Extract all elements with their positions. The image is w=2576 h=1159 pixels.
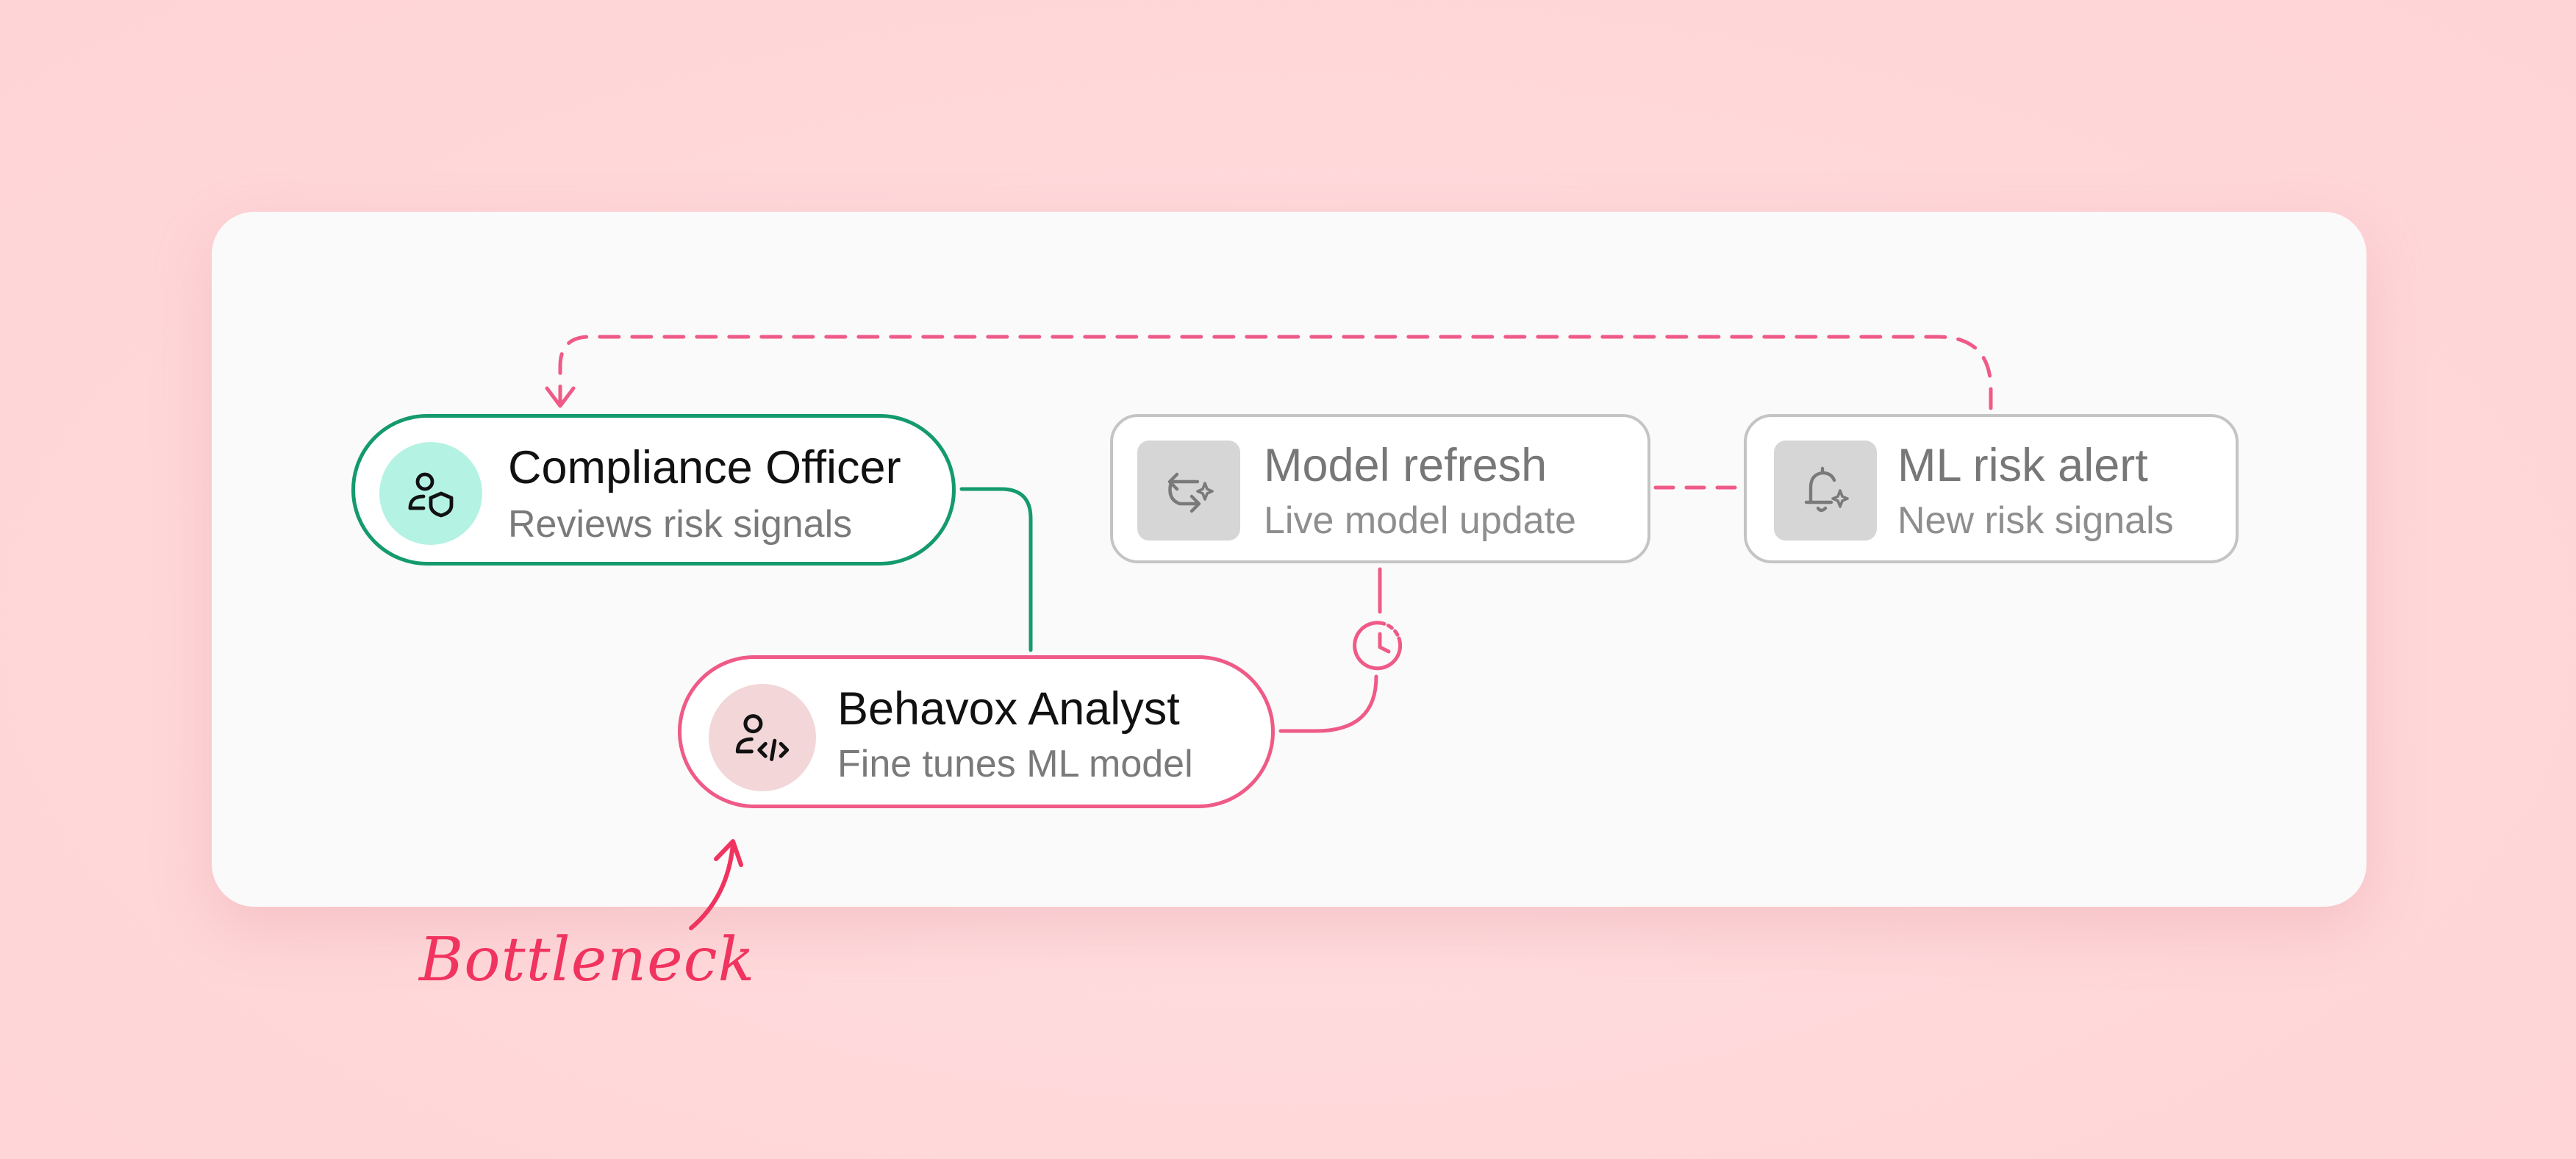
annotation-arrowhead-icon [714,839,743,867]
edge-analyst-to-refresh [1278,674,1378,733]
node-title: ML risk alert [1897,440,2148,491]
user-code-icon [709,684,816,791]
node-compliance-officer[interactable]: Compliance Officer Reviews risk signals [351,414,956,566]
node-title: Behavox Analyst [837,683,1180,735]
node-subtitle: Live model update [1264,499,1576,542]
node-subtitle: New risk signals [1897,499,2174,542]
curved-arrow-icon [689,842,735,930]
node-title: Model refresh [1264,440,1548,491]
user-shield-icon [379,442,482,545]
node-behavox-analyst[interactable]: Behavox Analyst Fine tunes ML model [678,655,1275,808]
bottleneck-annotation: Bottleneck [419,925,756,995]
node-subtitle: Reviews risk signals [508,503,853,546]
node-title: Compliance Officer [508,442,901,493]
node-ml-risk-alert[interactable]: ML risk alert New risk signals [1744,414,2239,563]
clock-refresh-icon [1353,621,1403,671]
refresh-sparkle-icon [1137,441,1240,541]
arrowhead-icon [545,386,576,408]
edge-compliance-to-analyst [959,487,1033,652]
bell-sparkle-icon [1774,441,1877,541]
node-subtitle: Fine tunes ML model [837,743,1193,785]
node-model-refresh[interactable]: Model refresh Live model update [1110,414,1650,563]
edge-alert-to-compliance [558,335,1993,410]
